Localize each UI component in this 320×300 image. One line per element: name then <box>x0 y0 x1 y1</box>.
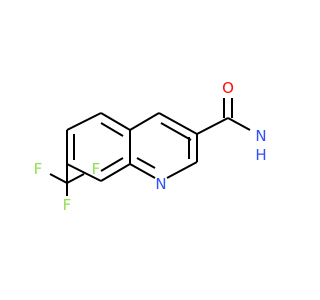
bond-carbonyl-n <box>227 117 251 131</box>
bond-c8-c8a <box>100 163 131 182</box>
bond-cf3-f-right <box>66 173 85 184</box>
fluorine-bottom-label: F <box>63 196 72 214</box>
bond-c7-c8 <box>66 163 102 182</box>
bond-c5-c6 <box>66 112 102 131</box>
fluorine-left-label: F <box>34 160 43 178</box>
fluorine-right-label: F <box>92 160 101 178</box>
bond-c3-c4-inner <box>160 122 192 141</box>
atom-labels: O N H N F F F <box>34 79 267 214</box>
ring-nitrogen-label: N <box>155 175 166 193</box>
bond-c8a-n1 <box>129 163 156 179</box>
bond-c8-c8a-inner <box>100 157 124 172</box>
amide-hydrogen-label: H <box>255 146 266 164</box>
molecule-canvas: O N H N F F F <box>34 79 267 214</box>
oxygen-label: O <box>222 79 234 97</box>
bonds <box>49 98 251 196</box>
bond-cf3-f-left <box>49 173 68 184</box>
bond-n1-c2 <box>166 161 198 179</box>
bond-c3-c4 <box>158 112 198 135</box>
molecule-structure: O N H N F F F <box>34 79 267 214</box>
bond-c4a-c5-inner <box>100 122 124 137</box>
bond-c3-carbonyl <box>196 117 229 135</box>
bond-c4a-c5 <box>100 112 131 131</box>
amide-nitrogen-label: N <box>255 127 266 145</box>
bond-c4-c4a <box>129 112 160 131</box>
bond-c8a-n1-inner <box>136 157 156 169</box>
